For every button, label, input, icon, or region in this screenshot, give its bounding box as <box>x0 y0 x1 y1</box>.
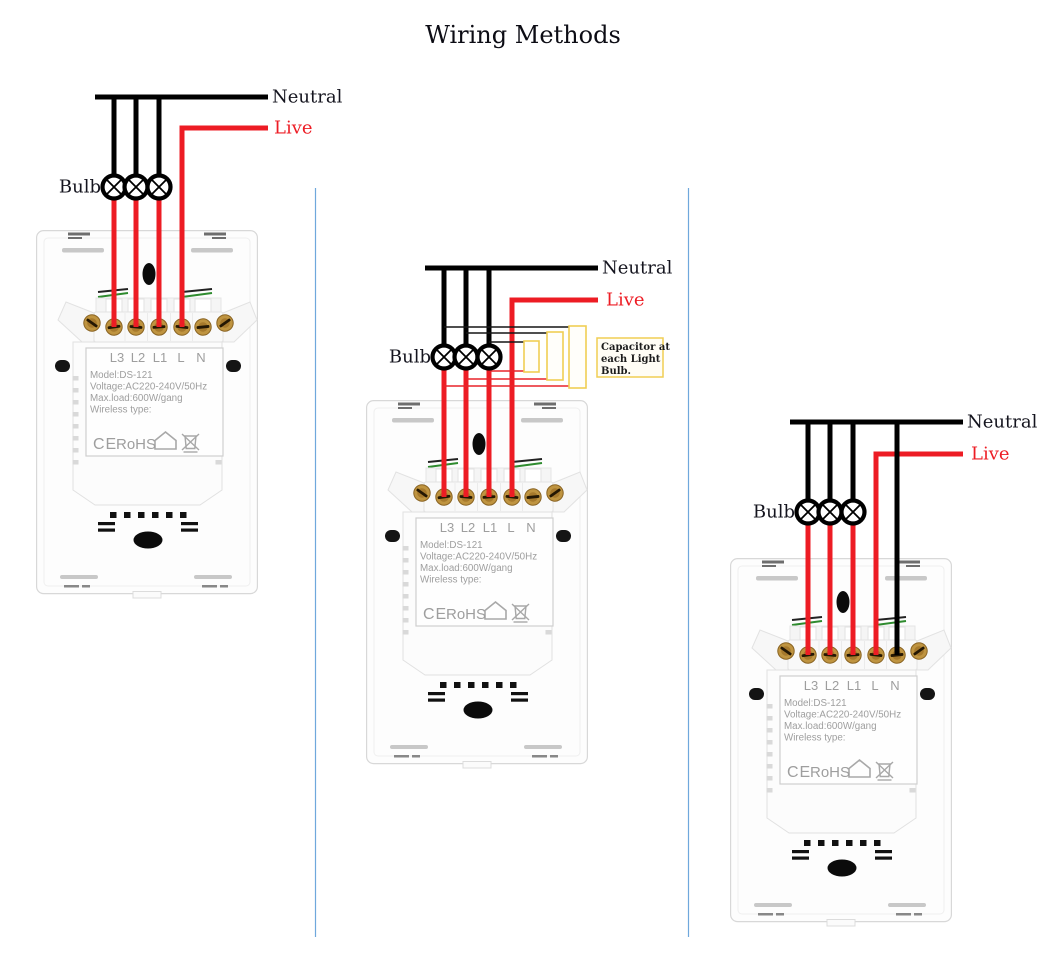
diagram-right: L3 L2 L1 L N Model:DS-121 Voltage:AC220-… <box>731 412 1038 927</box>
ce-mark: CE <box>423 606 447 623</box>
bulb-neutral-drops <box>111 97 162 174</box>
spec-line: Wireless type: <box>784 733 846 744</box>
capacitor-icon <box>546 331 564 381</box>
capacitor-icon <box>523 340 540 373</box>
capacitor-bottom-leads <box>444 370 569 387</box>
page-title: Wiring Methods <box>425 21 621 49</box>
note-line: each Light <box>601 354 661 365</box>
rohs-mark: RoHS <box>810 764 850 781</box>
bulb-label: Bulb <box>59 177 101 198</box>
ce-mark: CE <box>787 764 811 781</box>
bulb-load-wires <box>441 370 492 497</box>
bulb-neutral-drops <box>805 422 856 499</box>
terminal-label: L <box>507 520 514 535</box>
terminal-label: L1 <box>153 350 167 365</box>
bulb-label: Bulb <box>753 502 795 523</box>
capacitor-top-leads <box>444 326 569 343</box>
terminal-label: L3 <box>440 520 454 535</box>
bulb-load-wires <box>805 525 856 655</box>
terminal-label: L <box>177 350 184 365</box>
spec-line: Model:DS-121 <box>90 370 153 381</box>
rohs-mark: RoHS <box>116 436 156 453</box>
note-line: Bulb. <box>601 366 631 377</box>
bulb-label: Bulb <box>389 347 431 368</box>
smart-switch-device: L3 L2 L1 L N Model:DS-121 Voltage:AC220-… <box>367 401 588 768</box>
terminal-label: L1 <box>847 678 861 693</box>
live-wire <box>509 297 598 497</box>
spec-line: Max.load:600W/gang <box>90 393 183 404</box>
live-wire <box>873 451 963 655</box>
terminal-label: N <box>526 520 535 535</box>
live-label: Live <box>274 118 313 139</box>
capacitor-note: Capacitor at each Light Bulb. <box>596 337 670 378</box>
spec-line: Max.load:600W/gang <box>784 721 877 732</box>
spec-line: Model:DS-121 <box>784 698 847 709</box>
spec-line: Wireless type: <box>420 575 482 586</box>
spec-line: Voltage:AC220-240V/50Hz <box>420 552 537 563</box>
spec-line: Model:DS-121 <box>420 540 483 551</box>
live-label: Live <box>971 444 1010 465</box>
rohs-mark: RoHS <box>446 606 486 623</box>
terminal-label: L3 <box>110 350 124 365</box>
spec-line: Wireless type: <box>90 405 152 416</box>
bulb-neutral-drops <box>441 268 492 344</box>
bulb-load-wires <box>111 200 162 327</box>
spec-line: Max.load:600W/gang <box>420 563 513 574</box>
ce-mark: CE <box>93 436 117 453</box>
terminal-label: N <box>196 350 205 365</box>
capacitor-icon <box>568 325 587 389</box>
terminal-label: L2 <box>131 350 145 365</box>
terminal-label: L1 <box>483 520 497 535</box>
terminal-label: L2 <box>461 520 475 535</box>
live-label: Live <box>606 290 645 311</box>
spec-line: Voltage:AC220-240V/50Hz <box>784 710 901 721</box>
terminal-label: L2 <box>825 678 839 693</box>
diagram-middle: L3 L2 L1 L N Model:DS-121 Voltage:AC220-… <box>367 258 673 769</box>
terminal-label: L <box>871 678 878 693</box>
live-wire <box>179 125 268 327</box>
note-line: Capacitor at <box>601 342 670 353</box>
smart-switch-device: L3 L2 L1 L N Model:DS-121 Voltage:AC220-… <box>731 559 952 926</box>
diagram-left: L3 L2 L1 L N Model:DS-121 Voltage:AC220-… <box>37 87 343 599</box>
smart-switch-device: L3 L2 L1 L N Model:DS-121 Voltage:AC220-… <box>37 231 258 598</box>
neutral-label: Neutral <box>272 87 343 108</box>
neutral-label: Neutral <box>967 412 1038 433</box>
terminal-label: L3 <box>804 678 818 693</box>
neutral-label: Neutral <box>602 258 673 279</box>
terminal-label: N <box>890 678 899 693</box>
spec-line: Voltage:AC220-240V/50Hz <box>90 382 207 393</box>
